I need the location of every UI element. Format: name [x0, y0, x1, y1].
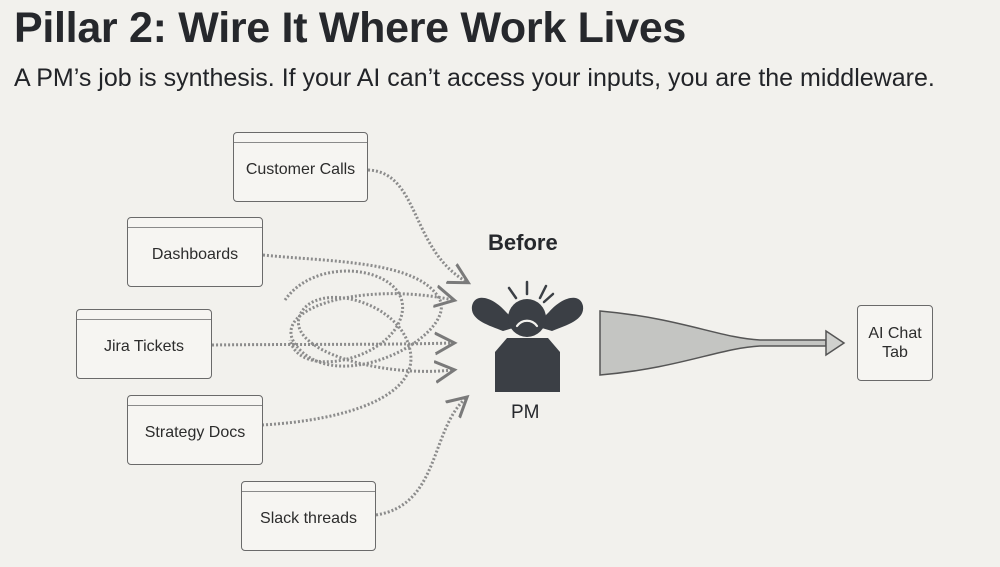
source-label: Jira Tickets [103, 338, 184, 355]
arrow-tangle-loop [283, 269, 404, 364]
source-label: Customer Calls [245, 161, 356, 178]
source-customer-calls: Customer Calls [233, 132, 368, 202]
source-strategy-docs: Strategy Docs [127, 395, 263, 465]
source-label: Slack threads [260, 510, 357, 527]
arrow-customer-calls [367, 168, 467, 282]
arrow-strategy-docs [261, 295, 453, 427]
source-slack-threads: Slack threads [241, 481, 376, 551]
source-label: Dashboards [151, 246, 239, 263]
source-label: Strategy Docs [144, 424, 246, 441]
ai-chat-tab-line2: Tab [882, 344, 908, 361]
page-title: Pillar 2: Wire It Where Work Lives [14, 4, 687, 52]
ai-chat-tab-box: AI Chat Tab [857, 305, 933, 381]
arrow-jira-tickets [211, 343, 453, 345]
stressed-person-icon [471, 280, 584, 392]
funnel-arrowhead [825, 329, 846, 357]
page-subtitle: A PM’s job is synthesis. If your AI can’… [14, 64, 935, 92]
arrow-dashboards [262, 253, 453, 368]
pm-label: PM [511, 402, 540, 423]
before-label: Before [488, 230, 558, 255]
source-jira-tickets: Jira Tickets [76, 309, 212, 379]
source-dashboards: Dashboards [127, 217, 263, 287]
funnel-shape [599, 310, 827, 376]
ai-chat-tab-line1: AI Chat [868, 325, 922, 342]
arrow-slack-threads [375, 398, 466, 517]
